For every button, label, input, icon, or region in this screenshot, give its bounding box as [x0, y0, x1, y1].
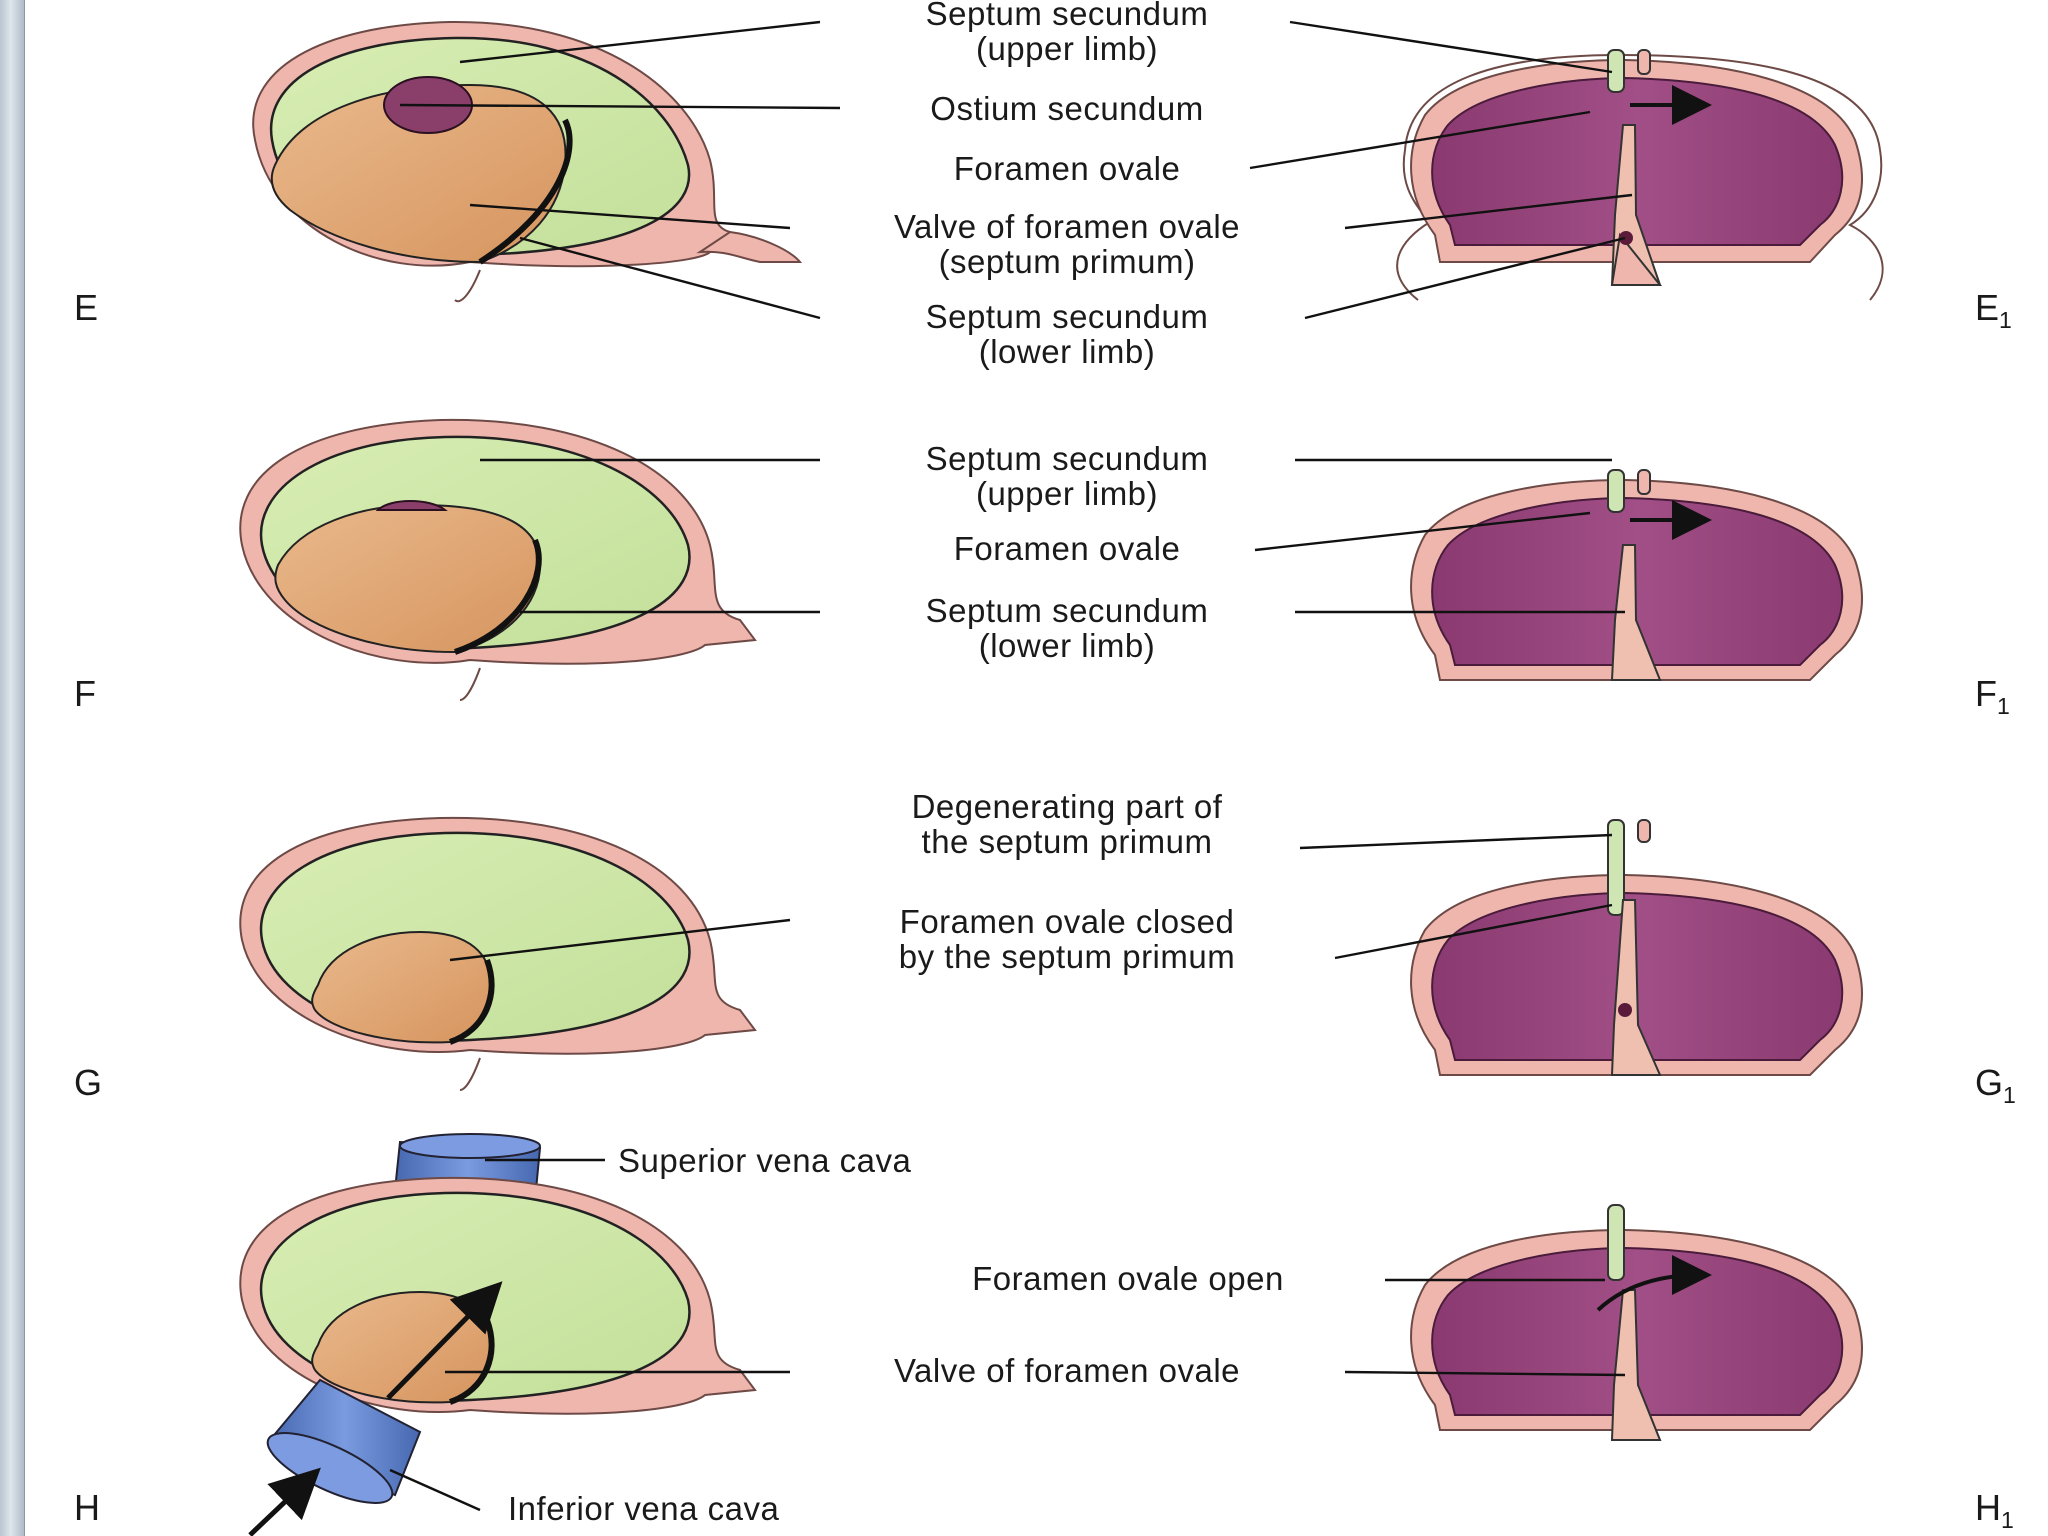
panel-g-leader-lines — [449, 833, 1613, 962]
panel-g-atrium-view — [239, 816, 757, 1091]
panel-letter-e: E — [74, 287, 98, 328]
panel-e-leader-lines — [399, 20, 1633, 320]
panel-letter-h1-main: H — [1975, 1487, 2001, 1528]
slide-frame-border — [0, 0, 25, 1536]
label-e-foramen-ovale: Foramen ovale — [954, 150, 1181, 187]
panel-f-leader-lines — [480, 458, 1625, 614]
label-f-septum-secundum-upper-1: Septum secundum — [926, 440, 1209, 477]
label-e-septum-secundum-lower-2: (lower limb) — [979, 333, 1156, 370]
panel-letter-f: F — [74, 673, 96, 714]
label-g-degenerating-part-2: the septum primum — [922, 823, 1213, 860]
panel-letter-h: H — [74, 1487, 100, 1528]
panel-f1-section-view — [1410, 469, 1863, 681]
panel-letter-g: G — [74, 1062, 102, 1103]
panel-letter-h1-sub: 1 — [2001, 1507, 2014, 1533]
panel-letter-g1-main: G — [1975, 1062, 2003, 1103]
panel-letter-f1: F1 — [1975, 673, 2010, 719]
label-e-septum-secundum-upper-2: (upper limb) — [976, 30, 1158, 67]
label-e-ostium-secundum: Ostium secundum — [930, 90, 1203, 127]
label-g-foramen-ovale-closed-2: by the septum primum — [899, 938, 1235, 975]
panel-f-atrium-view — [239, 418, 757, 701]
label-f-septum-secundum-upper-2: (upper limb) — [976, 475, 1158, 512]
panel-letter-e1-sub: 1 — [1999, 307, 2012, 333]
label-h-inferior-vena-cava: Inferior vena cava — [508, 1490, 779, 1527]
panel-e1-section-view — [1396, 49, 1884, 301]
label-e-septum-secundum-upper-1: Septum secundum — [926, 0, 1209, 32]
label-g-degenerating-part-1: Degenerating part of — [912, 788, 1223, 825]
panel-letter-f1-main: F — [1975, 673, 1997, 714]
inferior-vena-cava — [268, 1378, 422, 1497]
panel-letter-g1: G1 — [1975, 1062, 2016, 1108]
panel-h-leader-lines — [389, 1158, 1626, 1512]
panel-letter-e1: E1 — [1975, 287, 2012, 333]
label-e-septum-secundum-lower-1: Septum secundum — [926, 298, 1209, 335]
panel-letter-e1-main: E — [1975, 287, 1999, 328]
label-e-valve-of-foramen-ovale-2: (septum primum) — [939, 243, 1196, 280]
panel-e-atrium-view — [252, 20, 803, 303]
label-f-septum-secundum-lower-2: (lower limb) — [979, 627, 1156, 664]
label-h-superior-vena-cava: Superior vena cava — [618, 1142, 911, 1179]
label-f-septum-secundum-lower-1: Septum secundum — [926, 592, 1209, 629]
panel-h-atrium-view — [239, 1133, 757, 1536]
label-e-valve-of-foramen-ovale-1: Valve of foramen ovale — [894, 208, 1240, 245]
panel-letter-g1-sub: 1 — [2003, 1082, 2016, 1108]
label-h-valve-of-foramen-ovale: Valve of foramen ovale — [894, 1352, 1240, 1389]
panel-h1-section-view — [1410, 1204, 1863, 1441]
panel-letter-f1-sub: 1 — [1997, 693, 2010, 719]
panel-letter-h1: H1 — [1975, 1487, 2014, 1533]
label-h-foramen-ovale-open: Foramen ovale open — [972, 1260, 1284, 1297]
panel-g1-section-view — [1410, 819, 1863, 1076]
label-f-foramen-ovale: Foramen ovale — [954, 530, 1181, 567]
label-g-foramen-ovale-closed-1: Foramen ovale closed — [900, 903, 1235, 940]
